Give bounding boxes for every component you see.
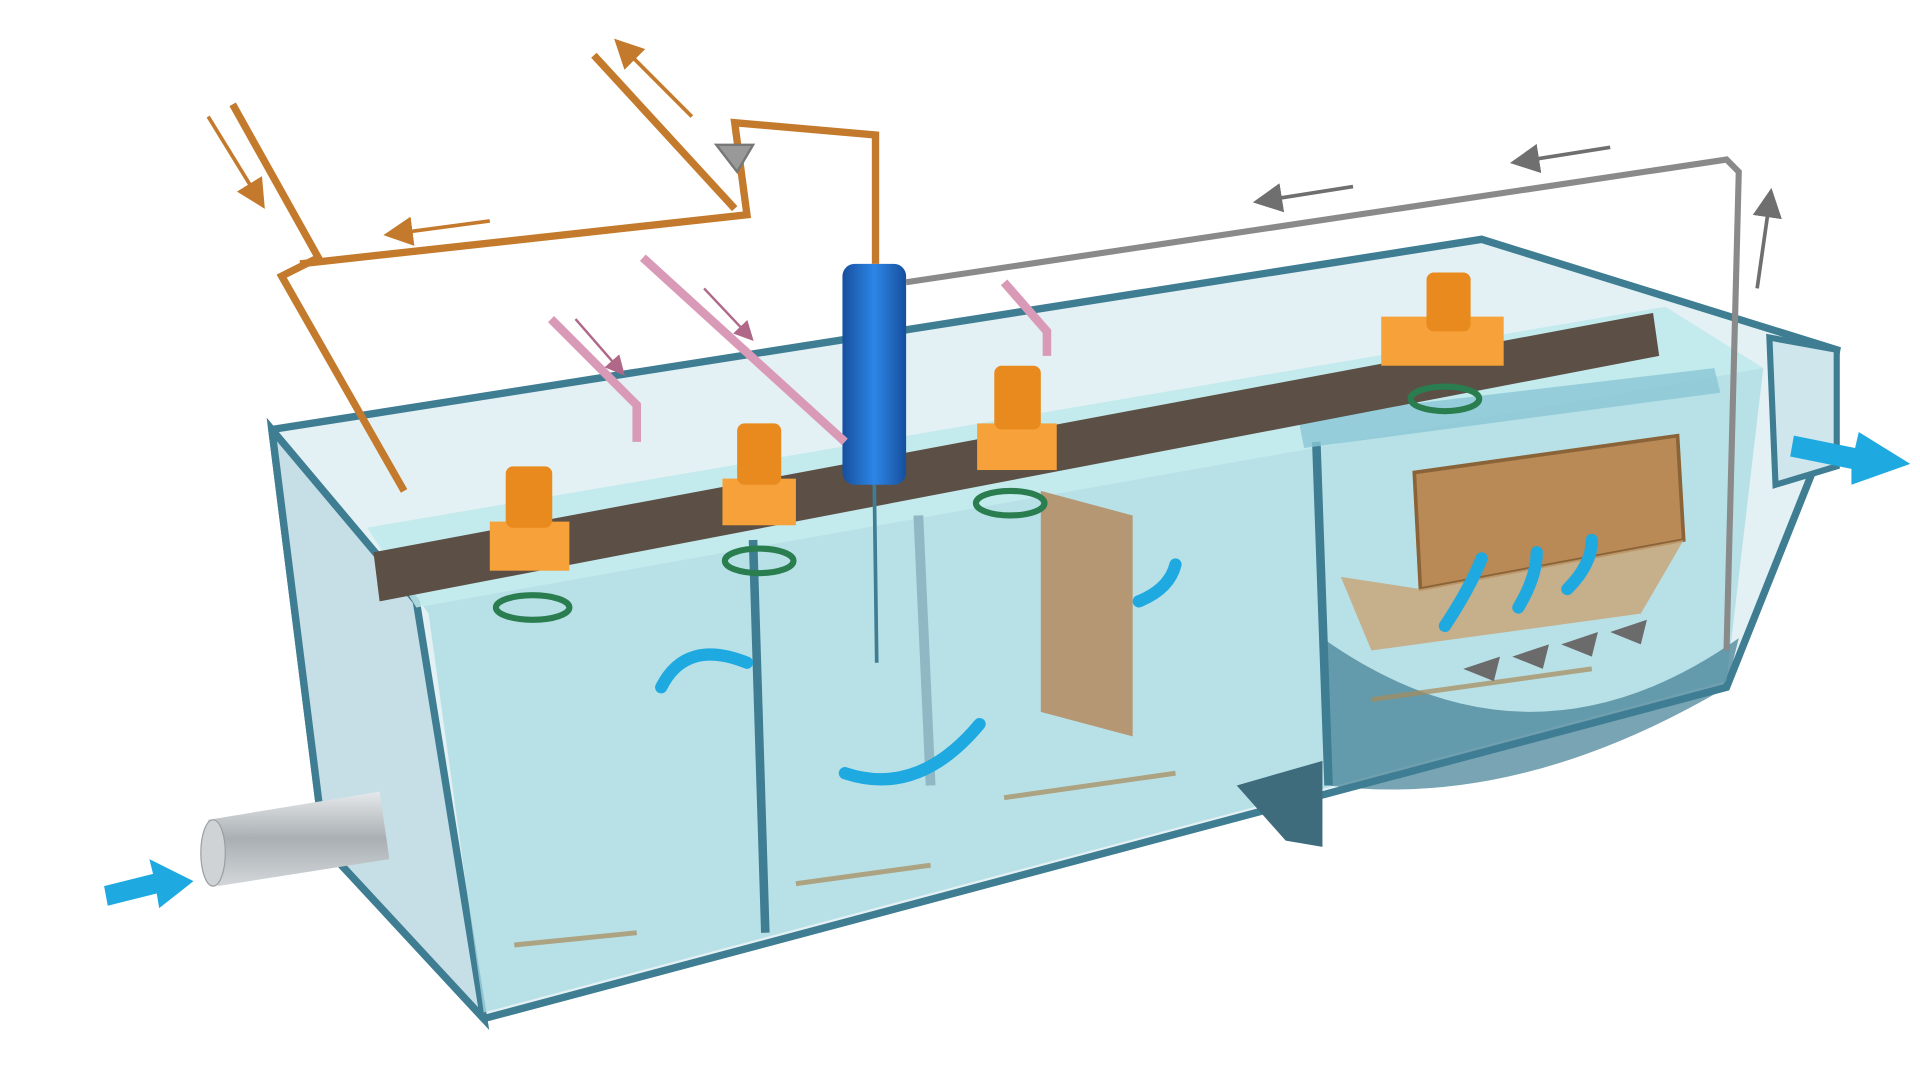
sludge-streak: [795, 862, 931, 887]
inlet-flow-arrow-icon: [104, 859, 194, 909]
flow-arrow-return: [1752, 187, 1782, 289]
collection-troughs: [1297, 368, 1721, 448]
inlet: [104, 791, 390, 909]
flow-arrow-icon: [655, 648, 754, 694]
sludge-scraper: [1463, 619, 1647, 682]
flow-arrow-chemical: [383, 216, 491, 246]
scraper-blade: [1512, 644, 1549, 669]
flow-arrow-icon: [1132, 558, 1182, 608]
air-pipes: [547, 254, 1052, 445]
baffle-plate-brown: [1040, 490, 1133, 737]
rotation-ring-icon: [492, 592, 573, 623]
outlet-flow-arrow-icon: [1790, 432, 1911, 485]
funnel-icon: [713, 143, 756, 175]
chemical-pipe-vent: [591, 52, 738, 212]
rotation-ring-icon: [1407, 383, 1483, 415]
scraper-blade: [1610, 619, 1647, 645]
rotation-ring-icon: [972, 487, 1048, 519]
air-pipe: [639, 254, 848, 445]
flow-arrow-air: [703, 287, 754, 341]
flow-arrow-air: [574, 318, 625, 376]
sludge-streak: [1371, 666, 1593, 702]
sludge-blanket: [1340, 540, 1684, 651]
inlet-pipe: [208, 791, 390, 887]
flow-arrow-icon: [1438, 552, 1488, 633]
partition-wall-1: [748, 539, 770, 933]
flow-arrow-chemical: [206, 115, 265, 209]
clarifier-hopper: [1322, 638, 1739, 790]
rotation-indicators: [492, 383, 1483, 623]
motor-base: [977, 423, 1057, 471]
motor-head: [505, 466, 553, 528]
tank-bottom-step: [1236, 760, 1323, 847]
motor-head: [1426, 272, 1471, 332]
mixer-motor-3: [977, 365, 1057, 471]
motor-head: [737, 423, 782, 485]
scraper-motor: [1381, 272, 1504, 366]
sludge-streak: [1003, 770, 1176, 801]
motor-head: [994, 365, 1041, 430]
mixer-motor-2: [722, 423, 796, 526]
sludge-return-pipe: [905, 143, 1782, 651]
lamella-settler: [1297, 368, 1721, 651]
mixer-motors: [489, 272, 1504, 571]
internal-flow-arrows: [655, 533, 1598, 786]
return-pipe: [905, 156, 1742, 651]
flow-arrow-icon: [838, 717, 986, 786]
baffle-1: [913, 515, 936, 786]
sludge-deposits: [514, 666, 1593, 948]
motor-base: [722, 478, 796, 526]
dosing-column: [842, 263, 907, 663]
flow-arrow-return: [1509, 143, 1611, 174]
mixer-motor-1: [489, 466, 570, 571]
partition-wall-2: [1312, 441, 1333, 786]
inlet-pipe-mouth: [200, 819, 226, 887]
dosing-column-body: [842, 263, 907, 485]
chemical-pipe-main: [229, 102, 408, 493]
flow-arrow-icon: [1561, 533, 1598, 596]
scraper-blade: [1561, 632, 1598, 657]
tank-left-end-face: [266, 417, 490, 1031]
sludge-streak: [514, 930, 637, 948]
chemical-feed-pipes: [206, 38, 880, 493]
flow-arrow-icon: [1512, 546, 1543, 614]
flow-arrow-return: [1252, 183, 1354, 213]
motor-base: [489, 521, 570, 571]
dosing-column-shaft: [872, 484, 879, 663]
rotation-ring-icon: [721, 545, 797, 577]
chemical-pipe-header: [299, 118, 880, 268]
flow-arrow-chemical: [614, 38, 694, 118]
air-pipe: [1000, 279, 1052, 356]
scraper-blade: [1463, 656, 1500, 682]
air-pipe: [547, 316, 642, 442]
